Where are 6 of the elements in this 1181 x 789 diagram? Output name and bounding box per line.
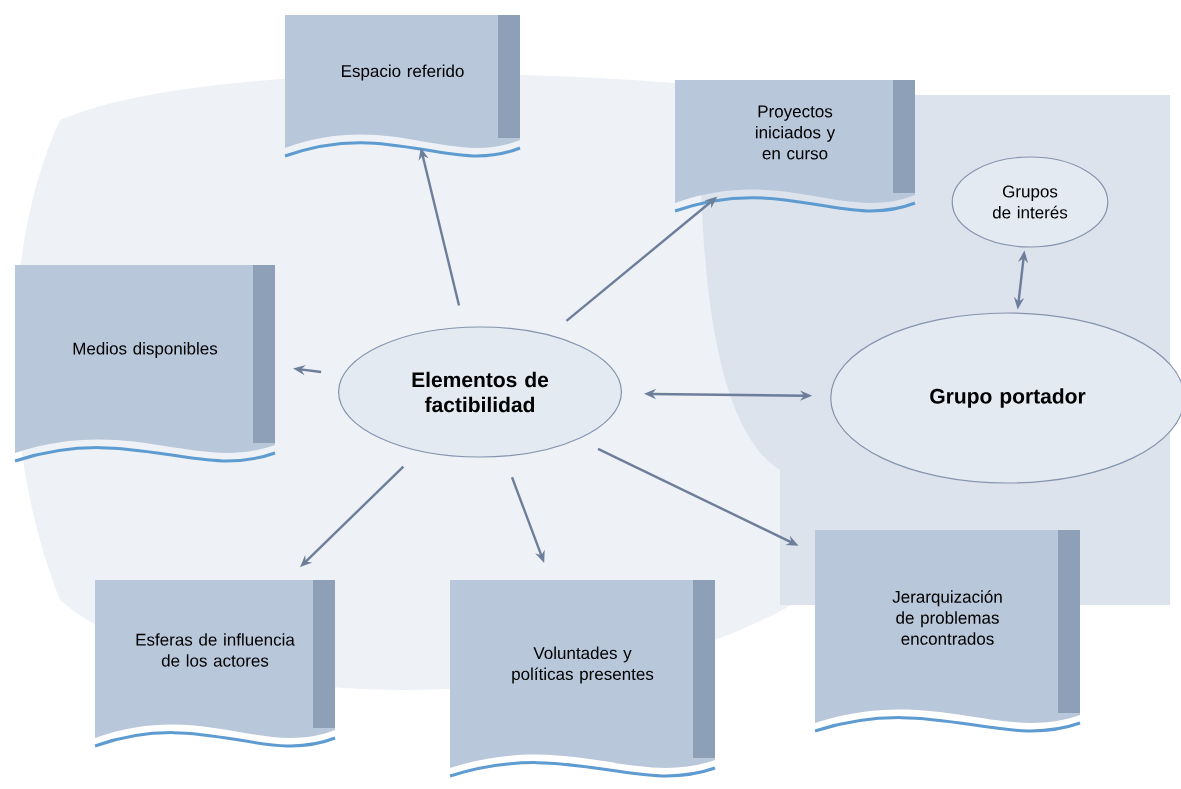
document-box: Medios disponibles: [14, 265, 276, 463]
document-box: Jerarquización de problemas encontrados: [814, 530, 1081, 733]
document-box: Proyectos iniciados y en curso: [674, 80, 916, 213]
document-box: Espacio referido: [284, 15, 521, 158]
document-box: Esferas de influencia de los actores: [94, 580, 336, 748]
document-box: Voluntades y políticas presentes: [449, 580, 716, 778]
